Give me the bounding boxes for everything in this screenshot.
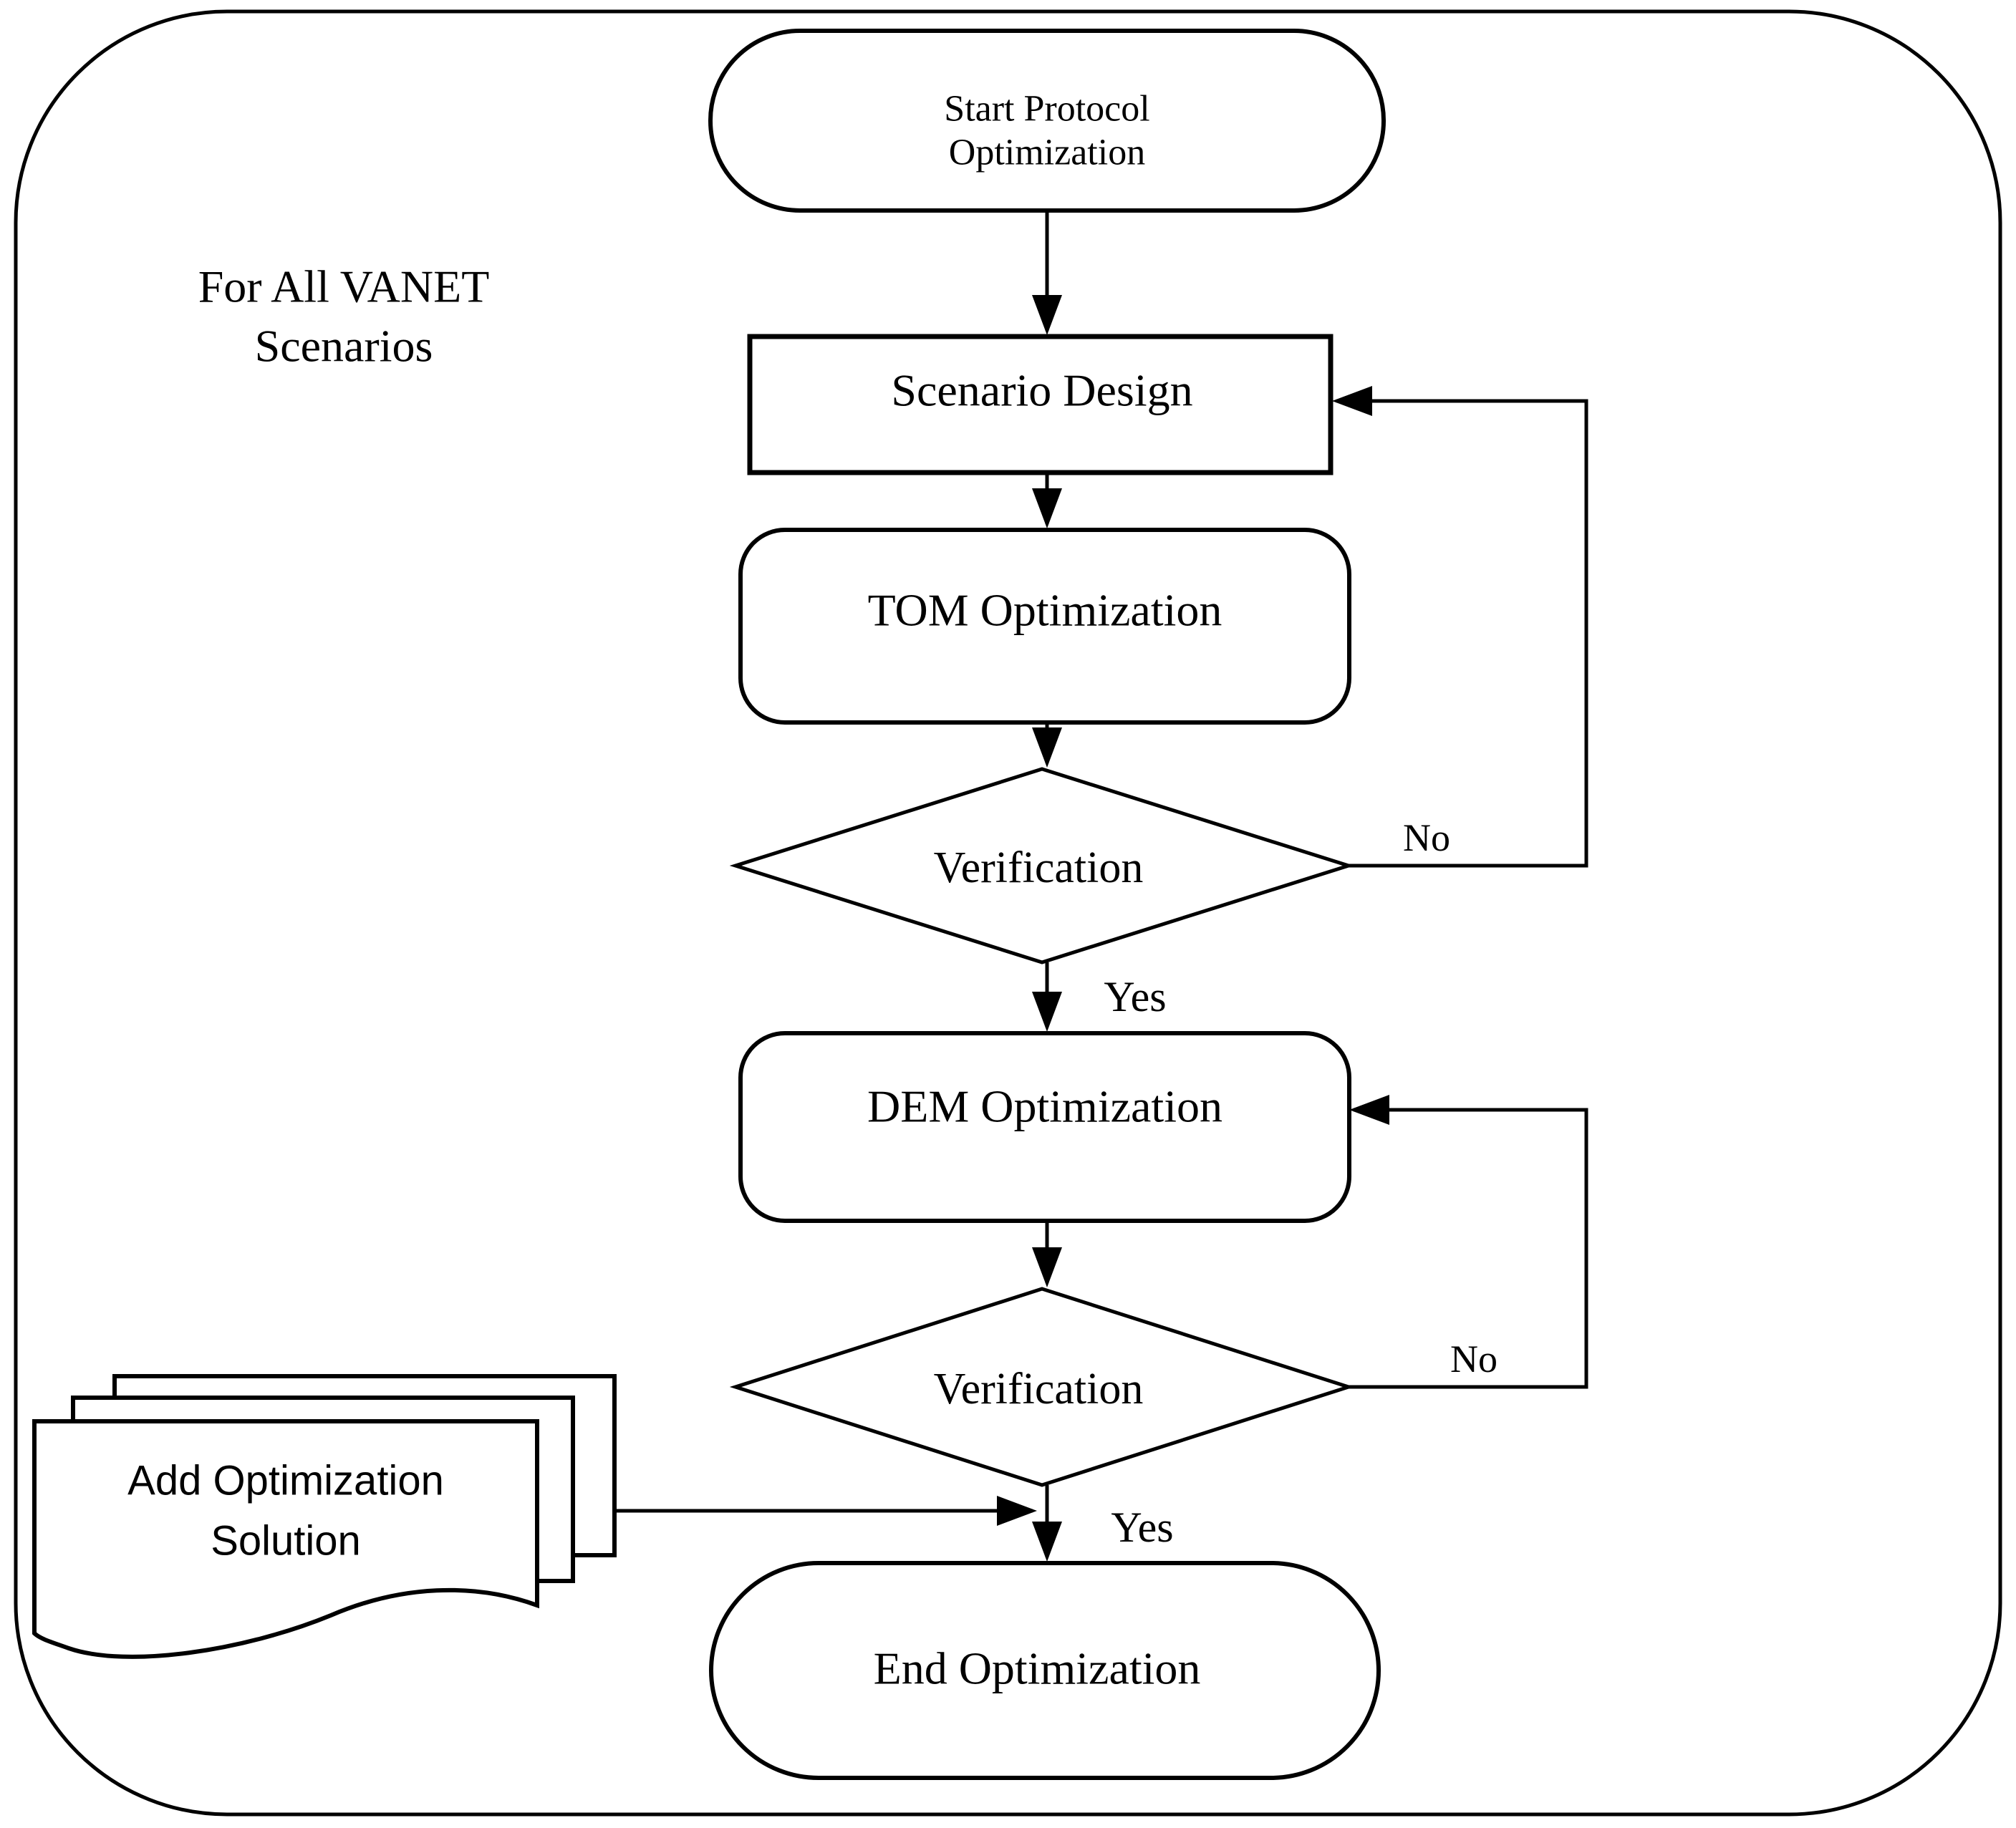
tom-optimization-label: TOM Optimization	[868, 585, 1222, 636]
document-sheet-front	[32, 1419, 539, 1659]
end-optimization-label: End Optimization	[874, 1643, 1201, 1694]
add-optimization-solution-label-line1: Add Optimization	[127, 1458, 444, 1504]
verification-2-yes-label: Yes	[1111, 1504, 1173, 1551]
dem-optimization-label: DEM Optimization	[867, 1081, 1222, 1132]
add-optimization-solution-label-line2: Solution	[211, 1518, 361, 1565]
scenario-design-label: Scenario Design	[891, 365, 1192, 416]
for-all-vanet-label-line2: Scenarios	[255, 321, 433, 372]
verification-2-label: Verification	[934, 1365, 1144, 1413]
start-label-line1: Start Protocol	[944, 89, 1149, 130]
edge-verification1-no-loop	[1332, 386, 1588, 868]
edge-verification2-no-loop	[1349, 1095, 1588, 1389]
node-end-terminator	[709, 1561, 1381, 1780]
start-label-line2: Optimization	[949, 132, 1145, 173]
verification-1-no-label: No	[1403, 816, 1450, 859]
labels: For All VANET Scenarios Start Protocol O…	[127, 89, 1497, 1694]
document-stack-add-optimization-solution	[32, 1374, 617, 1659]
verification-1-label: Verification	[934, 843, 1144, 892]
node-dem-optimization	[738, 1031, 1351, 1223]
verification-2-no-label: No	[1450, 1338, 1497, 1380]
node-verification-1	[729, 767, 1355, 964]
for-all-vanet-label-line1: For All VANET	[198, 261, 490, 312]
node-verification-2	[729, 1287, 1355, 1487]
verification-1-yes-label: Yes	[1104, 973, 1166, 1020]
node-start-terminator	[708, 29, 1386, 213]
node-scenario-design	[747, 334, 1333, 475]
node-tom-optimization	[738, 528, 1351, 725]
connectors	[614, 211, 1588, 1562]
